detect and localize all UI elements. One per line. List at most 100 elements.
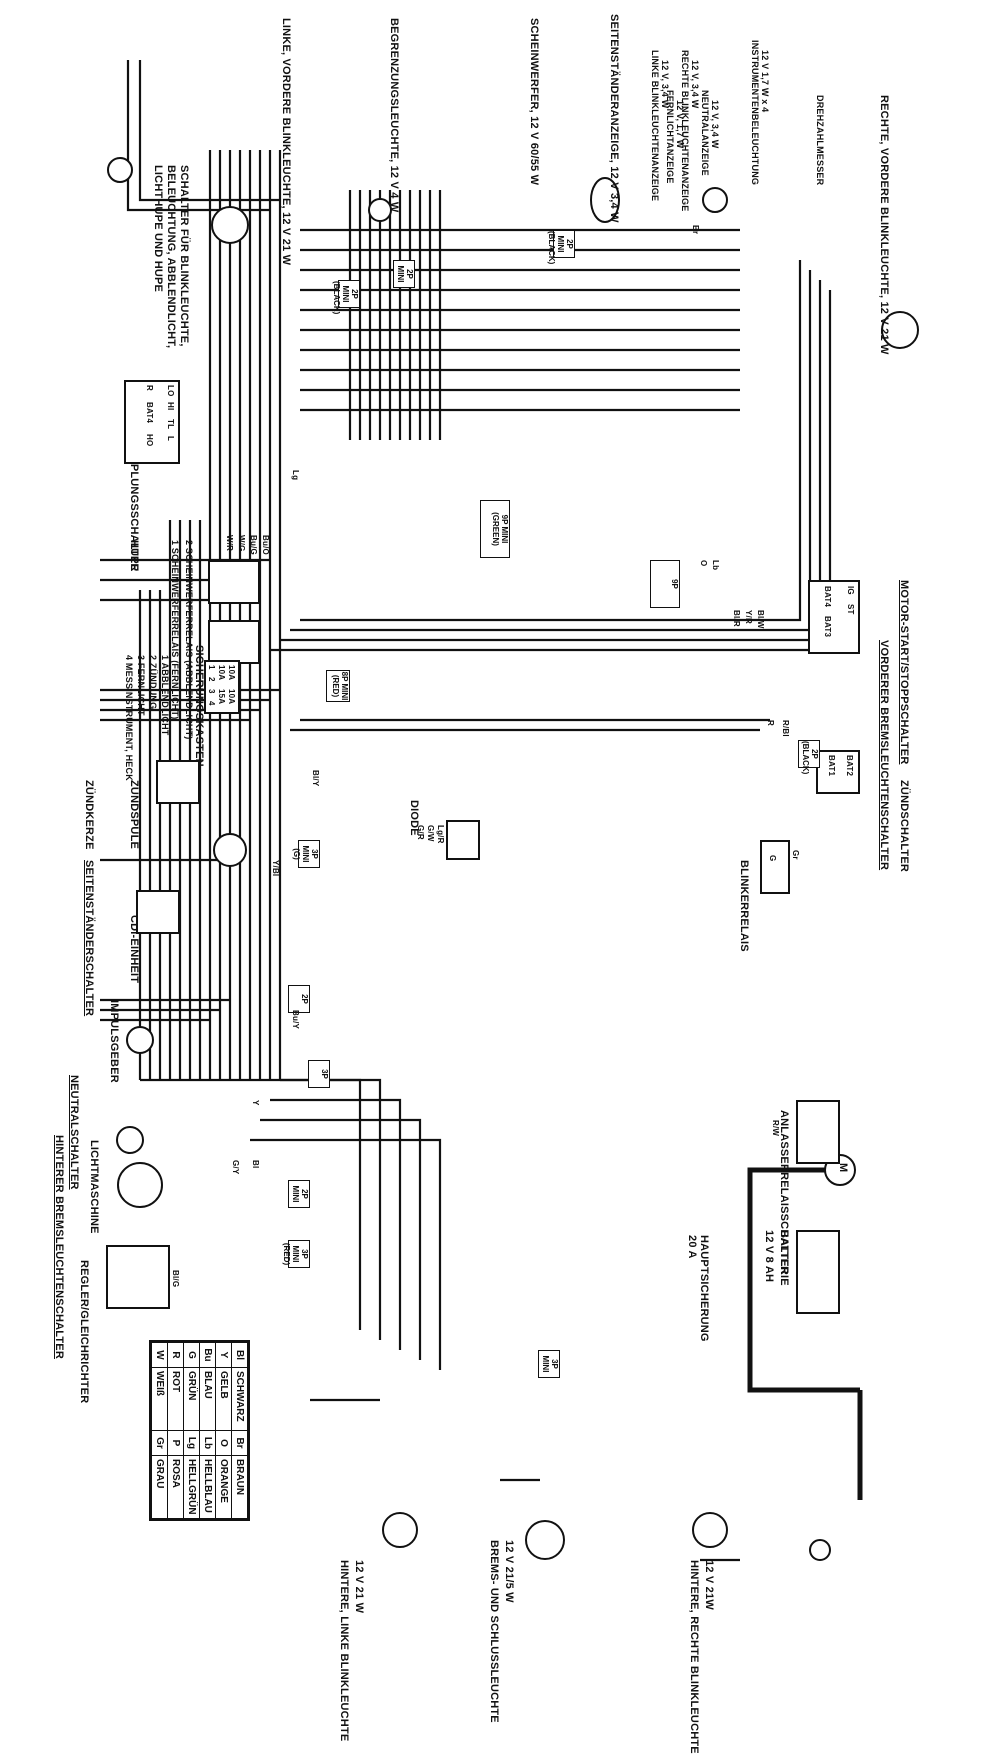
- label-front-brake-switch: VORDERER BREMSLEUCHTENSCHALTER: [878, 640, 890, 871]
- diode-box: [446, 820, 480, 860]
- wiring-lines: [100, 60, 919, 1562]
- wire-tag-y-r: Y/R: [744, 610, 753, 624]
- wire-tag-bl: Bl: [251, 1160, 260, 1169]
- bulb-sidestand: [702, 187, 728, 213]
- wire-tag-g: G: [768, 855, 777, 862]
- wire-tag-lb: Lb: [711, 560, 720, 571]
- label-brake-tail-spec: 12 V 21/5 W: [503, 1540, 515, 1603]
- headlight-relay-1-box: [208, 560, 260, 604]
- legend-code: G: [183, 1342, 200, 1368]
- fuse-3-number: 3: [207, 689, 216, 694]
- ignition-coil-box: [156, 760, 200, 804]
- terminal-ho: HO: [145, 434, 154, 447]
- wire-rear-5: [250, 1138, 442, 1370]
- fuse-2-number: 2: [207, 677, 216, 682]
- terminal-ig: IG: [846, 586, 855, 595]
- terminal-lo: LO: [166, 385, 175, 397]
- legend-color-name: GRAU: [151, 1455, 168, 1519]
- wire-tag-bl-r: Bl/R: [732, 610, 741, 627]
- wire-tag-g-y: G/Y: [231, 1160, 240, 1175]
- fuse-1-rating: 10A: [227, 665, 236, 681]
- legend-color-name: ORANGE: [215, 1455, 232, 1519]
- starter-relay-box: [796, 1100, 840, 1164]
- terminal-bat2: BAT2: [845, 755, 854, 777]
- wire-tag-r-bl: R/Bl: [781, 720, 790, 737]
- wire-tag-lg: Lg: [291, 470, 300, 481]
- label-rear-right-turn-spec: 12 V 21W: [703, 1560, 715, 1610]
- wire-tag-br: Br: [691, 225, 700, 235]
- legend-color-name: HELLGRÜN: [183, 1455, 200, 1519]
- horn-symbol: [107, 157, 133, 183]
- wire-tag-g-w: G/W: [426, 825, 435, 842]
- wire-tag-bl-w: Bl/W: [756, 610, 765, 629]
- legend-color-name: BRAUN: [231, 1455, 248, 1519]
- terminal-st: ST: [846, 604, 855, 615]
- legend-code: P: [167, 1430, 184, 1456]
- wire-fl-1: [138, 60, 280, 202]
- legend-code: W: [151, 1342, 168, 1368]
- fuse-2-rating: 10A: [217, 665, 226, 681]
- bulb-position: [368, 198, 392, 222]
- connector-2p-mini-b: 2P MINI: [288, 1180, 310, 1208]
- wire-tag-g-r: G/R: [416, 825, 425, 840]
- ground-symbol: [809, 1539, 831, 1561]
- label-right-turn-indicator-spec: 12 V, 3,4 W: [690, 60, 700, 109]
- legend-color-name: HELLBLAU: [199, 1455, 216, 1519]
- wire-rear-3: [270, 1098, 402, 1350]
- label-alternator: LICHTMASCHINE: [88, 1140, 100, 1234]
- label-neutral-switch: NEUTRALSCHALTER: [68, 1075, 80, 1190]
- turn-relay-box: [760, 840, 790, 894]
- label-headlight: SCHEINWERFER, 12 V 60/55 W: [528, 18, 540, 186]
- wire-tag-r-w: R/W: [771, 1120, 780, 1137]
- terminal-bat3: BAT3: [823, 616, 832, 638]
- pulse-generator-symbol: [126, 1026, 154, 1054]
- connector-2p-black: 2P (BLACK): [798, 740, 820, 774]
- label-high-beam-indicator-spec: 12 V, 1,7 W: [675, 100, 685, 149]
- battery-box: [796, 1230, 840, 1314]
- label-ignition-coil: ZÜNDSPULE: [128, 780, 140, 850]
- wire-tag-y: Y: [251, 1100, 260, 1106]
- connector-2p: 2P: [288, 985, 310, 1013]
- fuse-3-rating: 10A: [227, 689, 236, 705]
- legend-code: Lg: [183, 1430, 200, 1456]
- label-engine-stop-switch: MOTOR-START/STOPPSCHALTER: [898, 580, 910, 765]
- connector-black-2p: 2P MINI (BLACK): [332, 280, 360, 315]
- legend-code: O: [215, 1430, 232, 1456]
- label-neutral-indicator: NEUTRALANZEIGE: [700, 90, 710, 176]
- legend-code: Bl: [231, 1342, 248, 1368]
- label-neutral-indicator-spec: 12 V, 3,4 W: [710, 100, 720, 149]
- label-ignition-switch: ZÜNDSCHALTER: [898, 780, 910, 873]
- wire-tag-gr: Gr: [791, 850, 800, 860]
- wire-rear-4: [260, 1118, 422, 1360]
- wire-tag-r: R: [766, 720, 775, 726]
- engine-stop-switch-box: IG ST BAT4 BAT3: [808, 580, 860, 654]
- wiring-diagram: LINKE, VORDERE BLINKLEUCHTE, 12 V 21 W B…: [53, 14, 919, 1754]
- connector-2p-mini-black: 2P MINI (BLACK): [547, 230, 575, 265]
- legend-color-name: GRÜN: [183, 1367, 200, 1431]
- label-regulator: REGLER/GLEICHRICHTER: [78, 1260, 90, 1404]
- bulb-headlight: [590, 177, 620, 223]
- headlight-relay-2-box: [208, 620, 260, 664]
- legend-code: Br: [231, 1430, 248, 1456]
- bulb-symbols: [107, 157, 919, 1561]
- label-position-lamp: BEGRENZUNGSLEUCHTE, 12 V 4 W: [388, 18, 400, 213]
- wire-tag-bl-y: Bl/Y: [311, 770, 320, 787]
- label-instrument-light-spec: 12 V 1,7 W x 4: [760, 50, 770, 113]
- label-fuse-4: 4 MESSINSTRUMENT, HECK: [124, 655, 134, 781]
- connector-3p: 3P: [308, 1060, 330, 1088]
- legend-color-name: WEIß: [151, 1367, 168, 1431]
- wire-es-4: [270, 290, 832, 652]
- fuse-4-rating: 15A: [217, 689, 226, 705]
- label-main-fuse-spec: 20 A: [686, 1235, 698, 1259]
- connector-3p-mini: 3P MINI: [538, 1350, 560, 1378]
- bulb-rear-right: [692, 1512, 728, 1548]
- regulator-box: [106, 1245, 170, 1309]
- bulb-rear-left: [382, 1512, 418, 1548]
- wire-bundle: [100, 60, 863, 1562]
- label-brake-tail: BREMS- UND SCHLUSSLEUCHTE: [488, 1540, 500, 1723]
- label-left-turn-indicator: LINKE BLINKLEUCHTENANZEIGE: [650, 50, 660, 202]
- wire-tag-lg-r: Lg/R: [436, 825, 445, 844]
